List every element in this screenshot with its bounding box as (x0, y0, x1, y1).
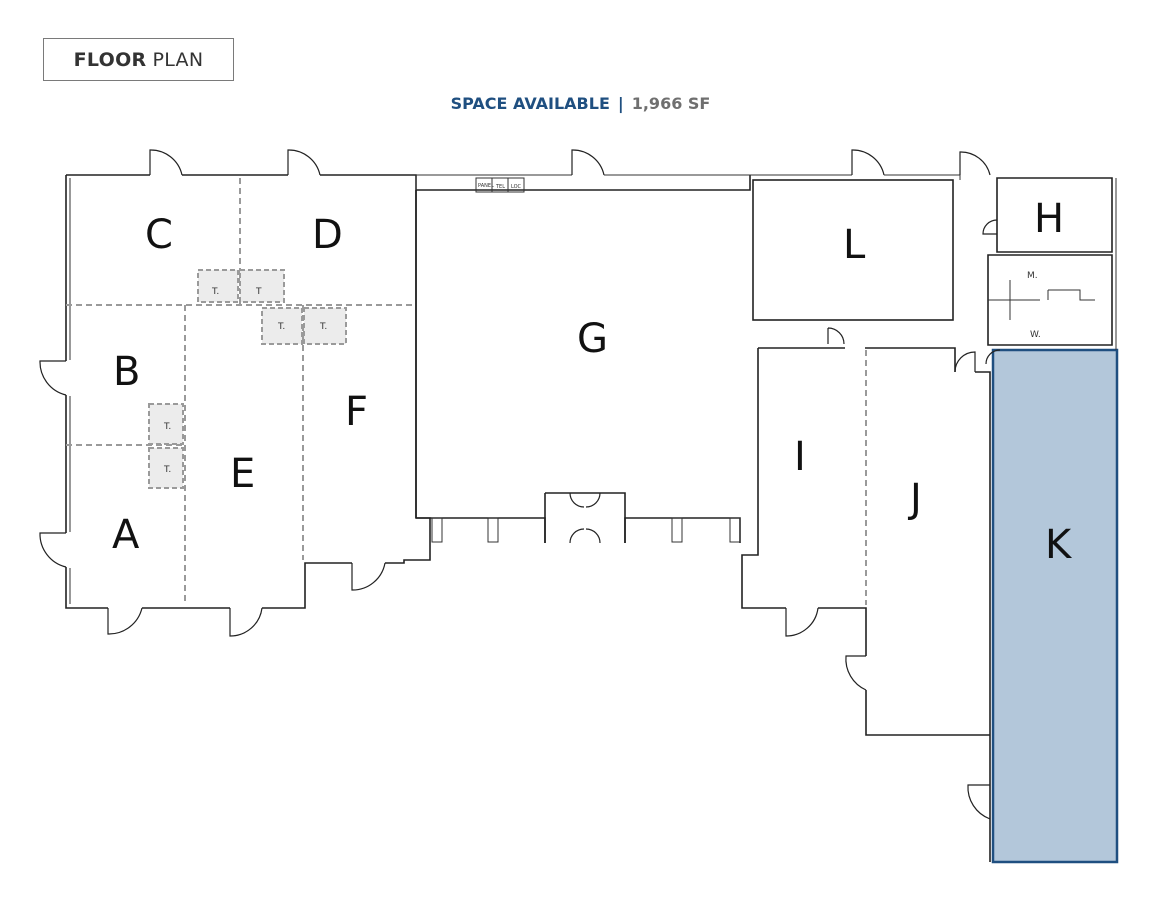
door-f (351, 562, 386, 591)
door-a-bottom (107, 607, 143, 635)
room-i-label[interactable]: I (794, 434, 806, 480)
restroom-ef-2 (303, 307, 347, 345)
room-h-label[interactable]: H (1034, 196, 1064, 242)
room-c-label[interactable]: C (145, 212, 173, 258)
room-g-label[interactable]: G (577, 316, 608, 362)
door-j-side (845, 655, 867, 691)
toilet-label-3: T. (277, 322, 285, 332)
floor-plan-title: FLOOR PLAN (43, 38, 234, 81)
room-d-label[interactable]: D (312, 212, 343, 258)
left-building-outline (65, 174, 431, 609)
door-h (959, 151, 991, 176)
room-a-label[interactable]: A (112, 512, 140, 558)
room-l-outline (752, 179, 954, 321)
door-k-side (967, 784, 991, 820)
door-g-top (571, 149, 605, 176)
door-c (149, 149, 183, 176)
title-light: PLAN (152, 48, 204, 71)
door-a (39, 532, 67, 568)
mens-label: M. (1027, 271, 1038, 281)
unit-k-highlight[interactable] (991, 348, 1119, 864)
door-e (229, 607, 263, 637)
door-l (851, 149, 885, 176)
right-building-outline (741, 347, 991, 862)
womens-label: W. (1030, 330, 1041, 340)
restroom-ab-1 (148, 403, 184, 445)
door-j-top (954, 351, 976, 373)
toilet-label-4: T. (319, 322, 327, 332)
room-h-outline (996, 177, 1113, 253)
center-building-outline (415, 175, 751, 543)
toilet-label-2: T (255, 287, 262, 297)
room-j-label[interactable]: J (907, 476, 922, 522)
availability-value: 1,966 SF (631, 94, 711, 113)
door-i (785, 607, 819, 637)
title-bold: FLOOR (73, 48, 147, 71)
room-b-label[interactable]: B (113, 349, 140, 395)
panel-label: PANEL (478, 183, 494, 189)
restroom-cd-1 (197, 269, 239, 303)
room-l-label[interactable]: L (843, 222, 866, 268)
restroom-ef-1 (261, 307, 303, 345)
door-b (39, 360, 67, 396)
toilet-label-6: T. (163, 465, 171, 475)
availability-separator: | (617, 94, 624, 113)
availability-label: SPACE AVAILABLE (450, 94, 610, 113)
restroom-mw-outline (987, 254, 1113, 346)
room-k-label[interactable]: K (1045, 522, 1073, 568)
restroom-ab-2 (148, 447, 184, 489)
space-available-banner: SPACE AVAILABLE | 1,966 SF (0, 94, 1161, 113)
door-d (287, 149, 321, 176)
vestibule (544, 492, 626, 543)
toilet-label-1: T. (211, 287, 219, 297)
room-e-label[interactable]: E (230, 451, 255, 497)
toilet-label-5: T. (163, 422, 171, 432)
restroom-cd-2 (239, 269, 285, 303)
tel-label: TEL (495, 184, 505, 190)
loc-label: LOC (511, 184, 522, 190)
room-f-label[interactable]: F (345, 389, 368, 435)
